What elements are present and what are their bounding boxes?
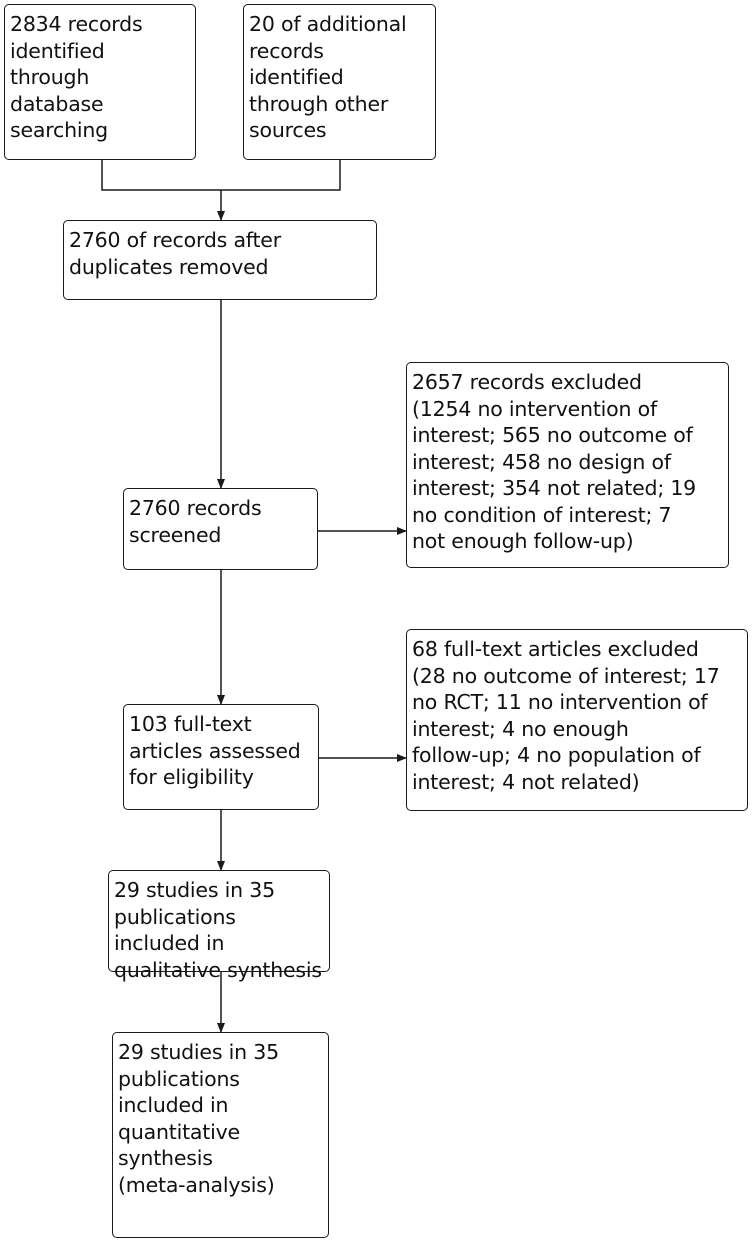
box-other-sources: 20 of additional records identified thro… bbox=[243, 4, 436, 160]
box-database-search: 2834 records identified through database… bbox=[4, 4, 196, 160]
box-excluded-full-text: 68 full-text articles excluded (28 no ou… bbox=[406, 629, 748, 811]
connector-other-sources bbox=[221, 160, 341, 191]
box-excluded-records: 2657 records excluded (1254 no intervent… bbox=[406, 362, 729, 568]
box-qualitative: 29 studies in 35 publications included i… bbox=[108, 870, 330, 982]
connector-database-search bbox=[101, 160, 221, 191]
box-full-text: 103 full-text articles assessed for elig… bbox=[123, 704, 319, 810]
box-screened: 2760 records screened bbox=[123, 488, 318, 570]
box-quantitative: 29 studies in 35 publications included i… bbox=[112, 1032, 329, 1238]
box-after-duplicates: 2760 of records after duplicates removed bbox=[63, 220, 377, 300]
